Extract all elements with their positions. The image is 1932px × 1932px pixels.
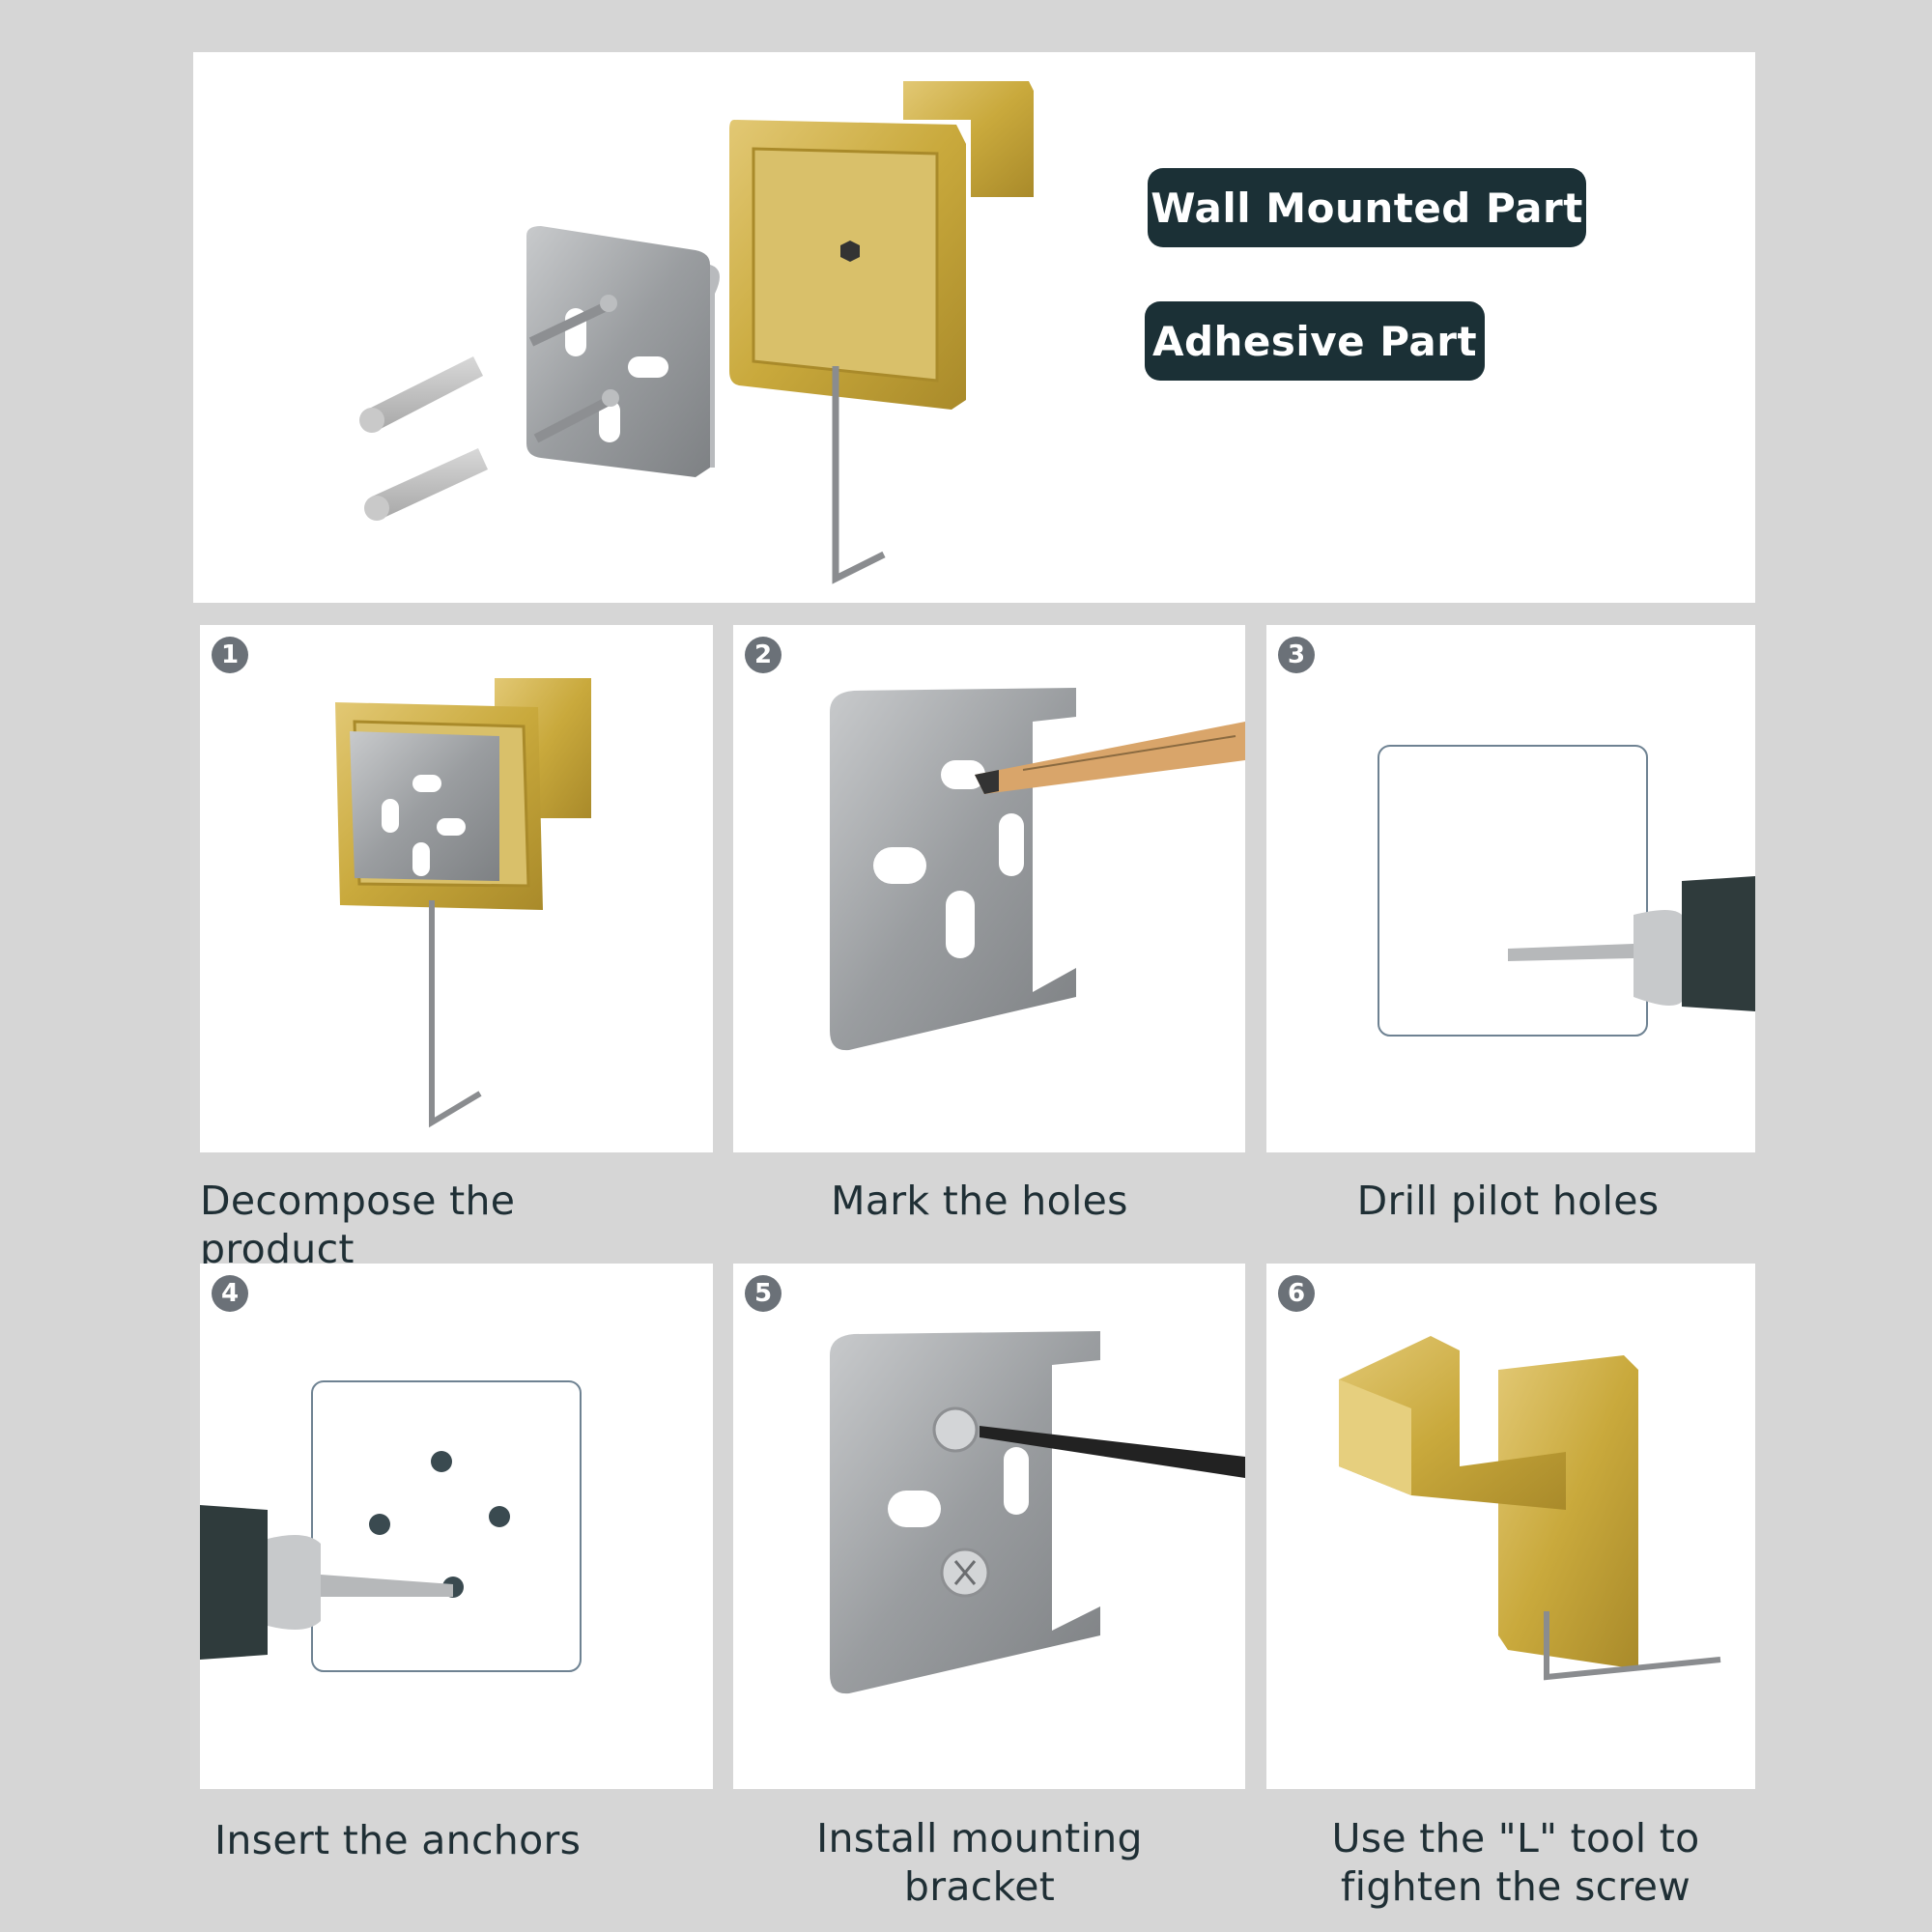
drill-icon: [1508, 876, 1755, 1011]
mounting-bracket-icon: [526, 226, 720, 477]
step-4-caption: Insert the anchors: [214, 1817, 582, 1863]
step-number-badge: 1: [212, 637, 248, 673]
step-number-badge: 3: [1278, 637, 1315, 673]
adhesive-part-label: Adhesive Part: [1145, 301, 1485, 381]
l-tool-icon: [1544, 1611, 1721, 1681]
step-5-panel: 5: [733, 1264, 1245, 1789]
step-2-panel: 2: [733, 625, 1245, 1152]
step-1-caption: Decompose the product: [200, 1178, 516, 1272]
finished-hook-illustration: [1339, 1336, 1721, 1681]
drill-icon: [200, 1505, 453, 1660]
caption-line: bracket: [903, 1863, 1056, 1910]
wall-anchor-icon: [359, 356, 483, 433]
drill-pilot-holes-illustration: [1378, 745, 1755, 1037]
caption-line: Install mounting: [816, 1815, 1143, 1861]
step-5-caption: Install mounting bracket: [733, 1814, 1226, 1911]
insert-anchors-illustration: [200, 1380, 582, 1672]
wall-anchor-icon: [364, 448, 488, 521]
caption-line: fighten the screw: [1340, 1863, 1691, 1910]
decompose-product-illustration: [335, 678, 591, 1128]
install-bracket-illustration: [830, 1331, 1245, 1694]
gold-hook-icon: [729, 81, 1034, 410]
screw-icon: [533, 389, 619, 443]
wall-mounted-part-label: Wall Mounted Part: [1148, 168, 1586, 247]
step-2-caption: Mark the holes: [831, 1178, 1128, 1224]
mark-holes-illustration: [830, 688, 1245, 1051]
caption-line: Use the "L" tool to: [1331, 1815, 1700, 1861]
screw-icon: [528, 295, 617, 347]
step-6-caption: Use the "L" tool to fighten the screw: [1266, 1814, 1765, 1911]
step-3-caption: Drill pilot holes: [1356, 1178, 1660, 1224]
hero-panel: Wall Mounted Part Adhesive Part: [193, 52, 1755, 603]
step-number-badge: 4: [212, 1275, 248, 1312]
step-1-panel: 1: [200, 625, 713, 1152]
screwdriver-icon: [980, 1426, 1245, 1478]
step-number-badge: 2: [745, 637, 781, 673]
l-tool-icon: [832, 366, 886, 584]
pencil-ruler-icon: [975, 722, 1245, 794]
step-6-panel: 6: [1266, 1264, 1755, 1789]
step-number-badge: 6: [1278, 1275, 1315, 1312]
step-3-panel: 3: [1266, 625, 1755, 1152]
step-4-panel: 4: [200, 1264, 713, 1789]
exploded-view-illustration: [359, 81, 1034, 584]
step-number-badge: 5: [745, 1275, 781, 1312]
